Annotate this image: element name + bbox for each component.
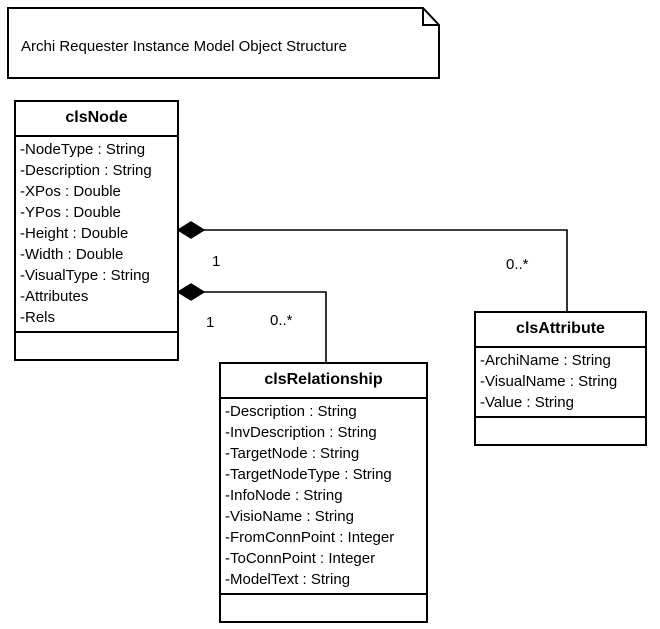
multiplicity-node-attribute-source: 1 bbox=[212, 253, 221, 270]
class-attribute: -ToConnPoint : Integer bbox=[225, 550, 376, 567]
composition-diamond-relationship bbox=[176, 283, 206, 301]
class-attribute: -Attributes bbox=[20, 288, 89, 305]
note-text: Archi Requester Instance Model Object St… bbox=[21, 38, 347, 55]
uml-note[interactable]: Archi Requester Instance Model Object St… bbox=[7, 7, 440, 79]
composition-diamond-attribute bbox=[176, 221, 206, 239]
class-box-clsattribute[interactable]: clsAttribute -ArchiName : String -Visual… bbox=[474, 311, 647, 446]
class-operations-clsnode bbox=[16, 333, 177, 359]
class-attribute: -Width : Double bbox=[20, 246, 124, 263]
class-box-clsnode[interactable]: clsNode -NodeType : String -Description … bbox=[14, 100, 179, 361]
class-attribute: -ModelText : String bbox=[225, 571, 351, 588]
class-attribute: -VisualName : String bbox=[480, 373, 618, 390]
class-attribute: -Description : String bbox=[225, 403, 357, 420]
multiplicity-node-relationship-target: 0..* bbox=[270, 312, 293, 329]
class-attribute: -TargetNodeType : String bbox=[225, 466, 392, 483]
multiplicity-node-attribute-target: 0..* bbox=[506, 256, 529, 273]
class-name-clsrelationship: clsRelationship bbox=[221, 364, 426, 399]
class-attribute: -XPos : Double bbox=[20, 183, 121, 200]
class-attribute: -Rels bbox=[20, 309, 56, 326]
class-attributes-clsattribute: -ArchiName : String -VisualName : String… bbox=[476, 348, 645, 418]
class-attribute: -NodeType : String bbox=[20, 141, 146, 158]
multiplicity-node-relationship-source: 1 bbox=[206, 314, 215, 331]
association-node-relationship bbox=[176, 283, 327, 362]
class-attributes-clsnode: -NodeType : String -Description : String… bbox=[16, 137, 177, 333]
class-attribute: -InvDescription : String bbox=[225, 424, 377, 441]
class-attribute: -Height : Double bbox=[20, 225, 129, 242]
class-attribute: -InfoNode : String bbox=[225, 487, 343, 504]
class-name-clsattribute: clsAttribute bbox=[476, 313, 645, 348]
class-attribute: -FromConnPoint : Integer bbox=[225, 529, 395, 546]
class-attribute: -YPos : Double bbox=[20, 204, 121, 221]
class-attributes-clsrelationship: -Description : String -InvDescription : … bbox=[221, 399, 426, 595]
class-operations-clsrelationship bbox=[221, 595, 426, 621]
class-attribute: -VisioName : String bbox=[225, 508, 354, 525]
class-attribute: -ArchiName : String bbox=[480, 352, 611, 369]
note-shape bbox=[7, 7, 440, 79]
class-attribute: -VisualType : String bbox=[20, 267, 150, 284]
class-name-clsnode: clsNode bbox=[16, 102, 177, 137]
class-attribute: -Value : String bbox=[480, 394, 574, 411]
class-box-clsrelationship[interactable]: clsRelationship -Description : String -I… bbox=[219, 362, 428, 623]
class-attribute: -Description : String bbox=[20, 162, 152, 179]
class-attribute: -TargetNode : String bbox=[225, 445, 360, 462]
class-operations-clsattribute bbox=[476, 418, 645, 444]
